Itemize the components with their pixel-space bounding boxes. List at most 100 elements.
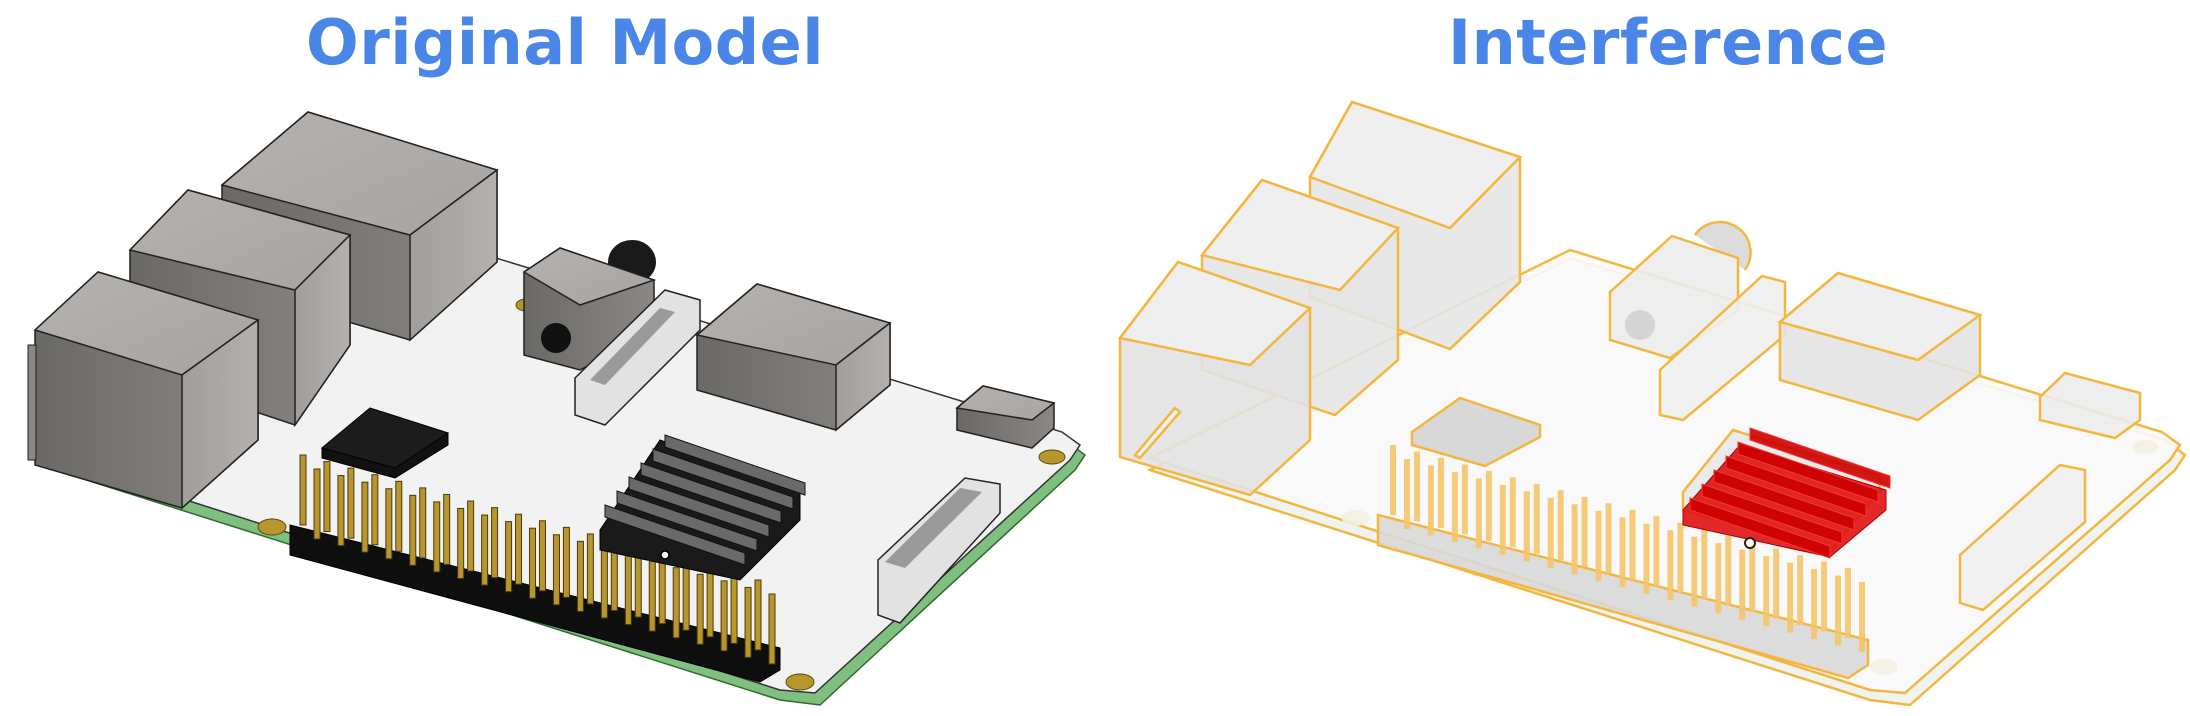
cpu-chip bbox=[320, 407, 450, 479]
gpio-pin bbox=[529, 527, 537, 599]
gpio-pin bbox=[337, 475, 345, 547]
gpio-pin bbox=[1581, 496, 1588, 567]
gpio-pin bbox=[744, 586, 752, 658]
gpio-pin bbox=[768, 593, 776, 665]
mounting-hole bbox=[1038, 449, 1066, 465]
gpio-pin bbox=[1691, 536, 1698, 607]
gpio-pin bbox=[1413, 451, 1420, 522]
gpio-pin bbox=[1653, 516, 1660, 587]
gpio-pin bbox=[491, 507, 499, 579]
original-model-view bbox=[27, 111, 1087, 706]
gpio-pin bbox=[682, 559, 690, 631]
heatsink[interactable] bbox=[1681, 427, 1891, 559]
interference-view bbox=[1117, 100, 2187, 707]
gpio-pin bbox=[323, 461, 331, 533]
gpio-pin bbox=[1701, 529, 1708, 600]
mounting-hole bbox=[1870, 659, 1898, 675]
gpio-pin bbox=[299, 454, 307, 526]
gpio-pin bbox=[419, 487, 427, 559]
heatsink-fin bbox=[616, 490, 758, 552]
gpio-pin bbox=[1859, 582, 1865, 652]
mounting-hole bbox=[257, 518, 287, 536]
gpio-pin bbox=[696, 573, 704, 645]
interference-title: Interference bbox=[1448, 6, 1889, 79]
gpio-pin bbox=[1739, 549, 1746, 620]
gpio-pin bbox=[505, 521, 513, 593]
gpio-pin bbox=[600, 547, 608, 619]
micro-usb-port bbox=[955, 385, 1056, 449]
original-model-title: Original Model bbox=[306, 6, 824, 79]
gpio-pin bbox=[1763, 556, 1770, 627]
gpio-header bbox=[289, 454, 781, 683]
gpio-pin bbox=[648, 560, 656, 632]
gpio-pin bbox=[552, 534, 560, 606]
micro-usb-port bbox=[2038, 371, 2142, 440]
gpio-pin bbox=[730, 572, 738, 644]
gpio-pin bbox=[1523, 491, 1530, 562]
gpio-pin bbox=[1749, 542, 1756, 613]
heatsink-fin bbox=[652, 448, 794, 510]
heatsink-fin bbox=[1701, 483, 1843, 545]
gpio-pin bbox=[515, 513, 523, 585]
heatsink-fin bbox=[664, 434, 806, 496]
gpio-pin bbox=[361, 481, 369, 553]
gpio-pin bbox=[1787, 562, 1794, 633]
gpio-pin bbox=[624, 554, 632, 626]
gpio-pin bbox=[1643, 523, 1650, 594]
display-connector bbox=[877, 477, 1001, 624]
heatsink-fin bbox=[1725, 455, 1867, 517]
gpio-pin bbox=[1667, 530, 1674, 601]
origin-marker-icon bbox=[1744, 537, 1756, 549]
heatsink-fin bbox=[1689, 497, 1831, 559]
heatsink bbox=[599, 434, 806, 581]
gpio-pin bbox=[1461, 464, 1468, 535]
gpio-pin bbox=[1557, 490, 1564, 561]
hdmi-port bbox=[1777, 271, 1983, 422]
camera-connector bbox=[574, 289, 701, 426]
gpio-pin bbox=[1437, 457, 1444, 528]
gpio-pin bbox=[1427, 465, 1434, 536]
gpio-pin bbox=[443, 493, 451, 565]
gpio-pin bbox=[371, 474, 379, 546]
display-connector bbox=[1958, 463, 2087, 612]
gpio-pin bbox=[1595, 510, 1602, 581]
usb-port-lower bbox=[1117, 260, 1313, 497]
gpio-pin bbox=[457, 507, 465, 579]
gpio-pin bbox=[1499, 484, 1506, 555]
gpio-pin bbox=[1451, 471, 1458, 542]
gpio-pin bbox=[562, 526, 570, 598]
gpio-pin bbox=[672, 567, 680, 639]
gpio-pin bbox=[1835, 575, 1842, 646]
gpio-pin bbox=[313, 468, 321, 540]
gpio-pin bbox=[1629, 509, 1636, 580]
gpio-pin bbox=[1715, 543, 1722, 614]
gpio-pin bbox=[409, 494, 417, 566]
gpio-pin bbox=[1845, 568, 1851, 638]
gpio-pin bbox=[538, 520, 546, 592]
mounting-hole bbox=[785, 673, 815, 691]
gpio-pin bbox=[1485, 470, 1492, 541]
hdmi-port bbox=[695, 283, 892, 432]
heatsink-fin bbox=[640, 462, 782, 524]
gpio-pin bbox=[395, 480, 403, 552]
gpio-pin bbox=[433, 501, 441, 573]
gpio-pin bbox=[754, 579, 762, 651]
gpio-pin bbox=[1725, 535, 1732, 606]
origin-marker-icon bbox=[660, 550, 670, 560]
gpio-pin bbox=[347, 467, 355, 539]
heatsink-fin bbox=[628, 476, 770, 538]
gpio-pin bbox=[1797, 555, 1804, 626]
cpu-chip bbox=[1410, 396, 1542, 468]
heatsink-fin bbox=[1713, 469, 1855, 531]
gpio-pin bbox=[1677, 522, 1684, 593]
gpio-pin bbox=[1821, 561, 1828, 632]
heatsink-fin bbox=[1737, 441, 1879, 503]
gpio-pin bbox=[1571, 504, 1578, 575]
gpio-pin bbox=[1509, 477, 1516, 548]
gpio-pin bbox=[1404, 459, 1410, 529]
heatsink-fin bbox=[604, 504, 746, 566]
gpio-pin bbox=[1533, 483, 1540, 554]
gpio-pin bbox=[576, 540, 584, 612]
gpio-pin bbox=[586, 533, 594, 605]
